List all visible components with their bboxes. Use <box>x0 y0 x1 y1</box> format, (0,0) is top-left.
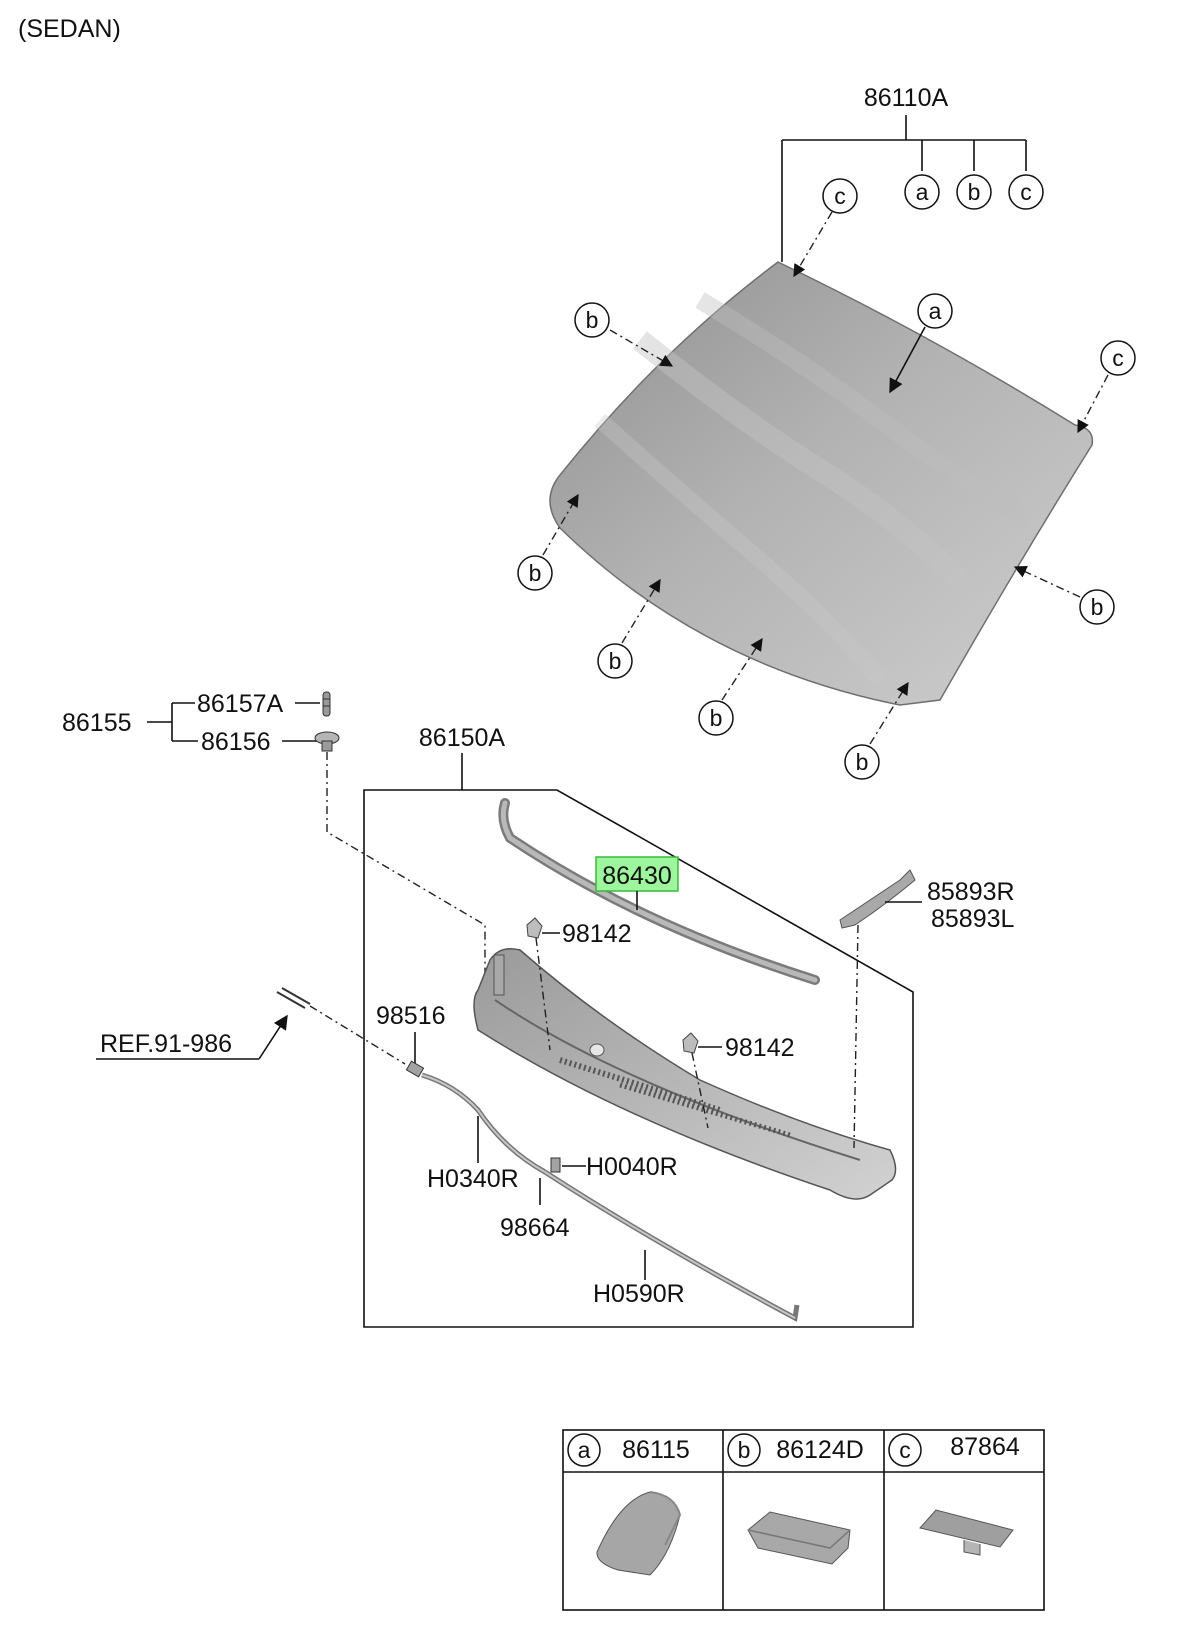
check-valve-label: 98516 <box>376 1002 446 1030</box>
cowl-assembly-label: 86150A <box>419 724 506 752</box>
windshield-assembly-bracket <box>781 115 1027 262</box>
clip-label: 86157A <box>197 690 284 718</box>
nozzle-right-part <box>682 1032 722 1129</box>
variant-label: (SEDAN) <box>18 15 121 43</box>
fastener-group-label: 86155 <box>62 709 132 737</box>
joint-label: 98664 <box>500 1214 570 1242</box>
legend-table <box>562 1429 1045 1611</box>
svg-text:b: b <box>856 749 869 775</box>
svg-text:b: b <box>609 648 622 674</box>
windshield-assembly-label: 86110A <box>864 84 949 112</box>
callout-b-bottom-1: b <box>597 578 661 679</box>
washer-hose-2-label: H0590R <box>593 1280 685 1308</box>
svg-text:86115: 86115 <box>622 1436 690 1464</box>
svg-text:a: a <box>929 298 942 324</box>
callout-c-top: c <box>793 178 858 278</box>
legend-cell-a: a 86115 <box>567 1433 690 1576</box>
connector-label: H0040R <box>586 1153 678 1181</box>
callout-b-left-lower: b <box>517 493 579 591</box>
svg-text:86124D: 86124D <box>776 1436 864 1464</box>
ref-harness-leader <box>96 987 406 1065</box>
ref-circle-b: b <box>956 174 992 210</box>
ref-harness-label: REF.91-986 <box>100 1030 232 1058</box>
callout-a-center: a <box>889 293 953 394</box>
side-bracket-r-label: 85893R <box>927 878 1015 906</box>
callout-b-bottom-3: b <box>844 681 909 780</box>
svg-text:c: c <box>834 183 846 209</box>
nozzle-left-part <box>526 917 560 1051</box>
legend-cell-b: b 86124D <box>727 1433 864 1565</box>
svg-text:a: a <box>916 179 929 205</box>
svg-text:b: b <box>968 179 981 205</box>
svg-text:c: c <box>1020 179 1032 205</box>
washer-hose-1-label: H0340R <box>427 1165 519 1193</box>
grommet-part <box>314 731 340 752</box>
ref-circle-a: a <box>904 174 940 210</box>
nozzle-right-label: 98142 <box>725 1034 795 1062</box>
fastener-bracket <box>147 702 320 742</box>
svg-text:a: a <box>578 1437 591 1463</box>
check-valve-part <box>405 1060 425 1078</box>
windshield-glass <box>549 261 1094 706</box>
svg-text:b: b <box>586 307 599 333</box>
connector-part <box>550 1157 586 1173</box>
svg-text:c: c <box>899 1437 911 1463</box>
strip-label: 86430 <box>602 862 672 890</box>
fastener-leader <box>326 752 486 990</box>
callout-b-right: b <box>1013 566 1115 625</box>
legend-cell-c: c 87864 <box>888 1433 1020 1556</box>
svg-text:87864: 87864 <box>950 1433 1020 1461</box>
svg-text:b: b <box>1091 594 1104 620</box>
grommet-label: 86156 <box>201 728 271 756</box>
side-bracket-part <box>839 869 922 1149</box>
svg-text:b: b <box>710 705 723 731</box>
washer-hose-1-part <box>421 1072 547 1175</box>
svg-text:c: c <box>1112 345 1124 371</box>
ref-circle-c: c <box>1008 174 1044 210</box>
nozzle-left-label: 98142 <box>562 920 632 948</box>
cowl-assembly-frame <box>363 789 914 1328</box>
callout-c-right: c <box>1077 340 1136 434</box>
cowl-panel-part <box>473 948 897 1200</box>
side-bracket-l-label: 85893L <box>931 905 1015 933</box>
callout-b-bottom-2: b <box>698 637 763 736</box>
svg-text:b: b <box>529 560 542 586</box>
svg-text:b: b <box>738 1437 751 1463</box>
callout-b-left-upper: b <box>574 302 674 367</box>
clip-part <box>322 691 331 717</box>
strip-label-highlight <box>595 856 679 892</box>
